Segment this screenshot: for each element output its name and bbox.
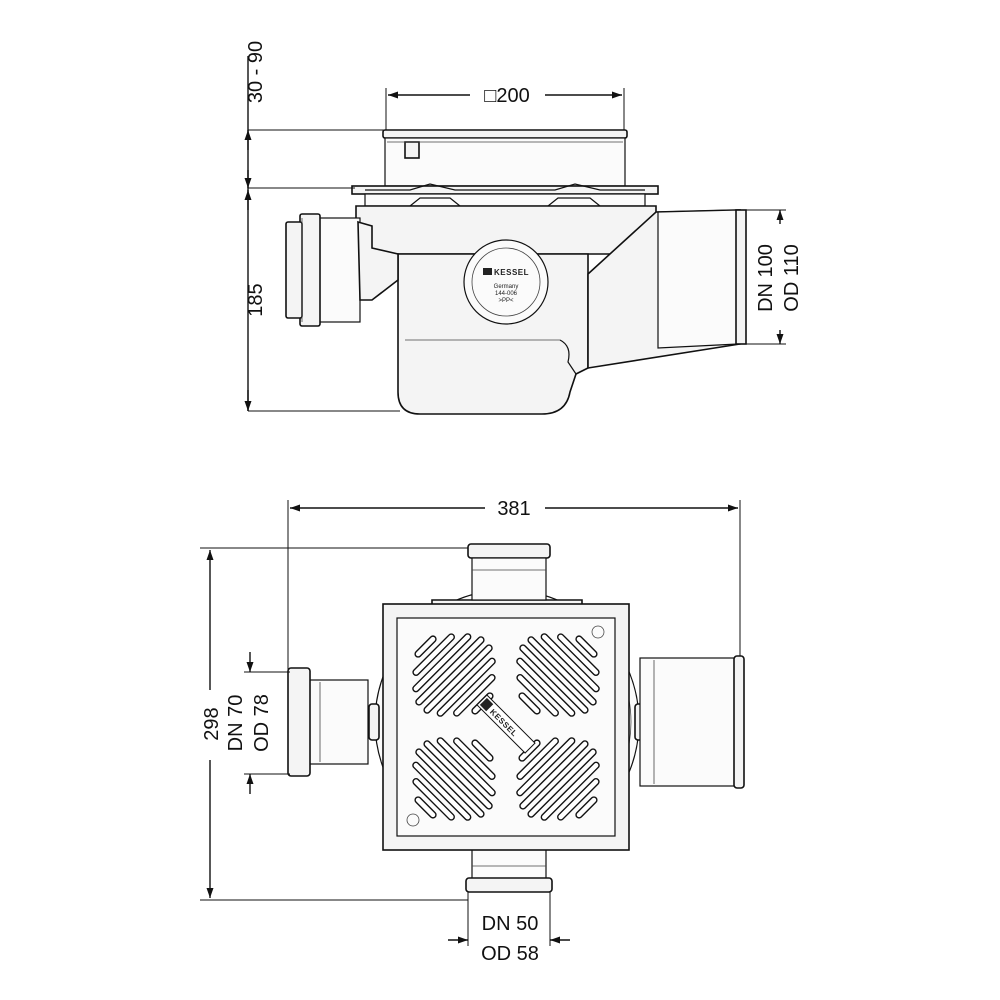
bottom-inlet-dn-label: DN 50 xyxy=(482,913,539,935)
grate-slot xyxy=(557,633,600,676)
top-depth-dimension: 298 xyxy=(200,547,468,901)
dim-label-298: 298 xyxy=(201,707,223,740)
side-width-dimension: □200 xyxy=(385,85,625,132)
grate-slot xyxy=(412,778,455,821)
back-inlet xyxy=(467,543,551,601)
left-inlet xyxy=(287,667,369,777)
side-code-label: 144-006 xyxy=(495,291,518,297)
grate-slot xyxy=(527,748,597,818)
grate-slot xyxy=(412,633,455,676)
grate-slot xyxy=(415,748,485,818)
side-country-label: Germany xyxy=(494,284,519,290)
grate-slot xyxy=(471,739,494,762)
dim-label-30-90: 30 - 90 xyxy=(245,41,267,103)
left-inlet-od-label: OD 78 xyxy=(251,694,273,752)
grate-slot xyxy=(436,657,496,717)
side-height-dimensions: 30 - 90 185 xyxy=(244,41,400,412)
grate-slot xyxy=(557,778,600,821)
grate-slot xyxy=(423,740,493,810)
side-material-label: >PP< xyxy=(498,298,514,304)
outlet-dn-label: DN 100 xyxy=(755,244,777,312)
drain-body: KESSEL Germany 144-006 >PP< xyxy=(285,205,747,415)
top-view: 381 xyxy=(200,498,745,965)
grate-slot xyxy=(423,644,493,714)
dim-label-200: □200 xyxy=(484,85,529,107)
grate-slot xyxy=(412,633,472,693)
dim-label-381: 381 xyxy=(497,498,530,520)
grate-slot xyxy=(518,692,541,715)
grate-slot xyxy=(516,737,576,797)
outlet-dimension: DN 100 OD 110 xyxy=(746,209,803,345)
top-width-dimension: 381 xyxy=(287,498,741,670)
grate-slot xyxy=(414,635,437,658)
grate-slot xyxy=(540,633,600,693)
grate-slot xyxy=(436,737,496,797)
grate-slot xyxy=(519,740,589,810)
grate-slot xyxy=(575,635,598,658)
grate-slot xyxy=(453,674,496,717)
grate-slot xyxy=(519,644,589,714)
grate-slots xyxy=(412,633,600,821)
grate-slot xyxy=(527,636,597,706)
left-inlet-dimension: DN 70 OD 78 xyxy=(225,652,290,794)
side-brand-label: KESSEL xyxy=(494,268,529,277)
grate-slot xyxy=(516,674,559,717)
grate-slot xyxy=(412,761,472,821)
grate-slot xyxy=(453,737,496,780)
side-view: □200 xyxy=(244,41,803,415)
outlet-od-label: OD 110 xyxy=(781,244,803,311)
dim-label-185: 185 xyxy=(245,283,267,316)
flange xyxy=(351,183,659,207)
bottom-inlet-dimension: DN 50 OD 58 xyxy=(448,892,570,965)
grate-top-part xyxy=(382,129,628,187)
bottom-inlet-od-label: OD 58 xyxy=(481,943,539,965)
grate-slot xyxy=(540,761,600,821)
grate-slot xyxy=(516,657,576,717)
grate-slot xyxy=(516,737,559,780)
left-inlet-dn-label: DN 70 xyxy=(225,695,247,752)
grate-slot xyxy=(575,796,598,819)
grate-slot xyxy=(414,796,437,819)
grate-slot xyxy=(415,636,485,706)
